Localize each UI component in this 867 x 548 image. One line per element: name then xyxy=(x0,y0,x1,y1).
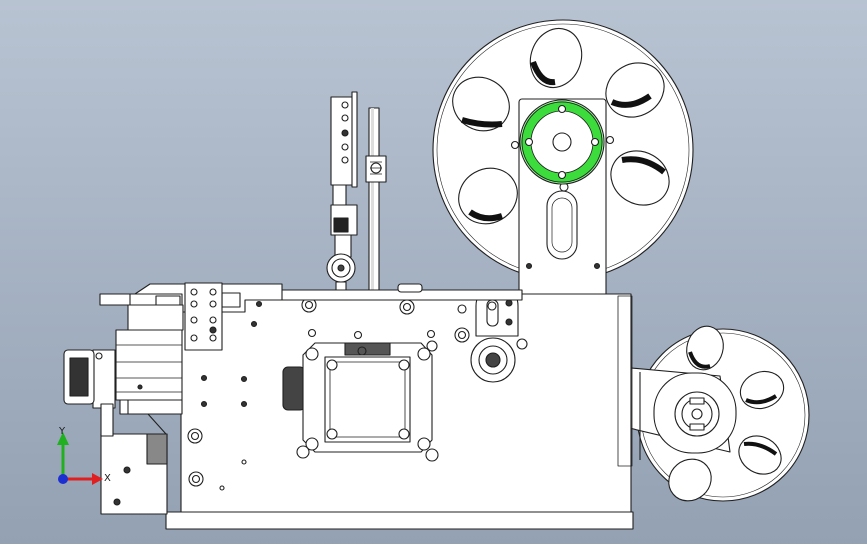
pneumatic-cylinder[interactable] xyxy=(63,329,183,415)
cable-slot xyxy=(282,366,306,411)
y-axis-label: Y xyxy=(58,426,66,437)
upper-reel-cutout xyxy=(529,27,583,89)
idler-roller[interactable] xyxy=(470,291,528,383)
upper-reel-cutout xyxy=(458,167,518,225)
base-plate xyxy=(165,511,634,530)
main-housing[interactable] xyxy=(165,293,634,530)
adjust-slot xyxy=(546,190,578,260)
upper-reel-hub[interactable] xyxy=(510,99,615,185)
x-axis-arrow xyxy=(63,473,103,485)
coordinate-triad: Y X xyxy=(57,426,111,485)
sensor-post[interactable] xyxy=(365,107,387,295)
y-axis-arrow xyxy=(57,432,69,479)
stepper-motor[interactable] xyxy=(296,340,439,462)
x-axis-label: X xyxy=(104,473,111,484)
label-sensor[interactable] xyxy=(326,91,358,297)
lower-bracket[interactable] xyxy=(100,403,168,515)
mounting-bracket[interactable] xyxy=(184,282,223,351)
upper-reel-cutout xyxy=(452,76,510,132)
z-axis-marker xyxy=(58,474,68,484)
